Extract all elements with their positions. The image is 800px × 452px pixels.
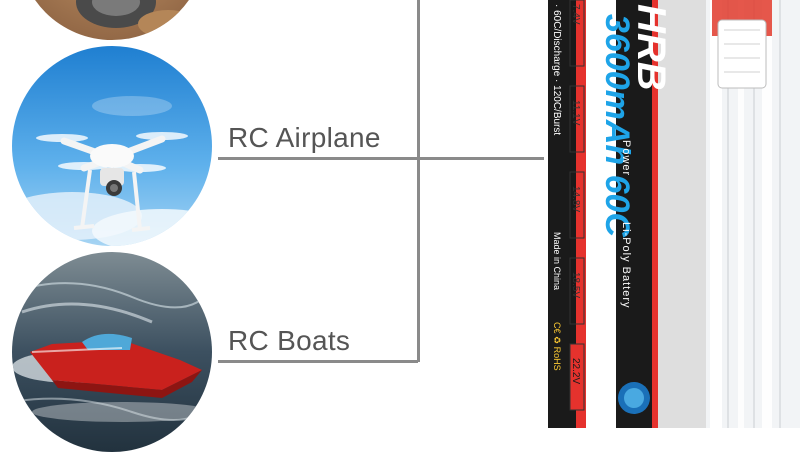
battery-discharge-text: · 60C/Discharge · 120C/Burst bbox=[551, 4, 562, 135]
battery-made-in: Made in China bbox=[552, 232, 562, 290]
connector-vertical bbox=[417, 0, 420, 362]
rc-car-photo bbox=[18, 0, 206, 40]
voltage-option: 7.4V bbox=[570, 4, 581, 25]
connector-boats bbox=[218, 360, 418, 363]
battery-power-text: Power bbox=[620, 140, 632, 176]
battery-pack: HRB 3600mAh 60C Power Li-Poly Battery · … bbox=[548, 0, 800, 428]
voltage-option: 18.5V bbox=[570, 272, 581, 298]
rc-airplane-photo bbox=[12, 46, 212, 246]
rc-boats-label: RC Boats bbox=[228, 325, 351, 356]
battery-type-text: Li-Poly Battery bbox=[620, 222, 632, 309]
speedboat-icon bbox=[12, 252, 212, 452]
battery-capacity: 3600mAh 60C bbox=[598, 14, 636, 237]
battery-marks: C€ ♻ RoHS bbox=[552, 322, 562, 371]
voltage-option: 14.8V bbox=[570, 186, 581, 212]
voltage-option-selected: 22.2V bbox=[570, 358, 581, 384]
rc-airplane-label: RC Airplane bbox=[228, 122, 381, 153]
voltage-options: 7.4V 11.1V 14.8V 18.5V 22.2V bbox=[569, 0, 585, 411]
voltage-option: 11.1V bbox=[570, 100, 581, 126]
battery-brand: HRB bbox=[629, 4, 673, 91]
connector-battery bbox=[418, 157, 544, 160]
drone-icon bbox=[12, 46, 212, 246]
connector-airplane bbox=[218, 157, 418, 160]
rc-boats-photo bbox=[12, 252, 212, 452]
